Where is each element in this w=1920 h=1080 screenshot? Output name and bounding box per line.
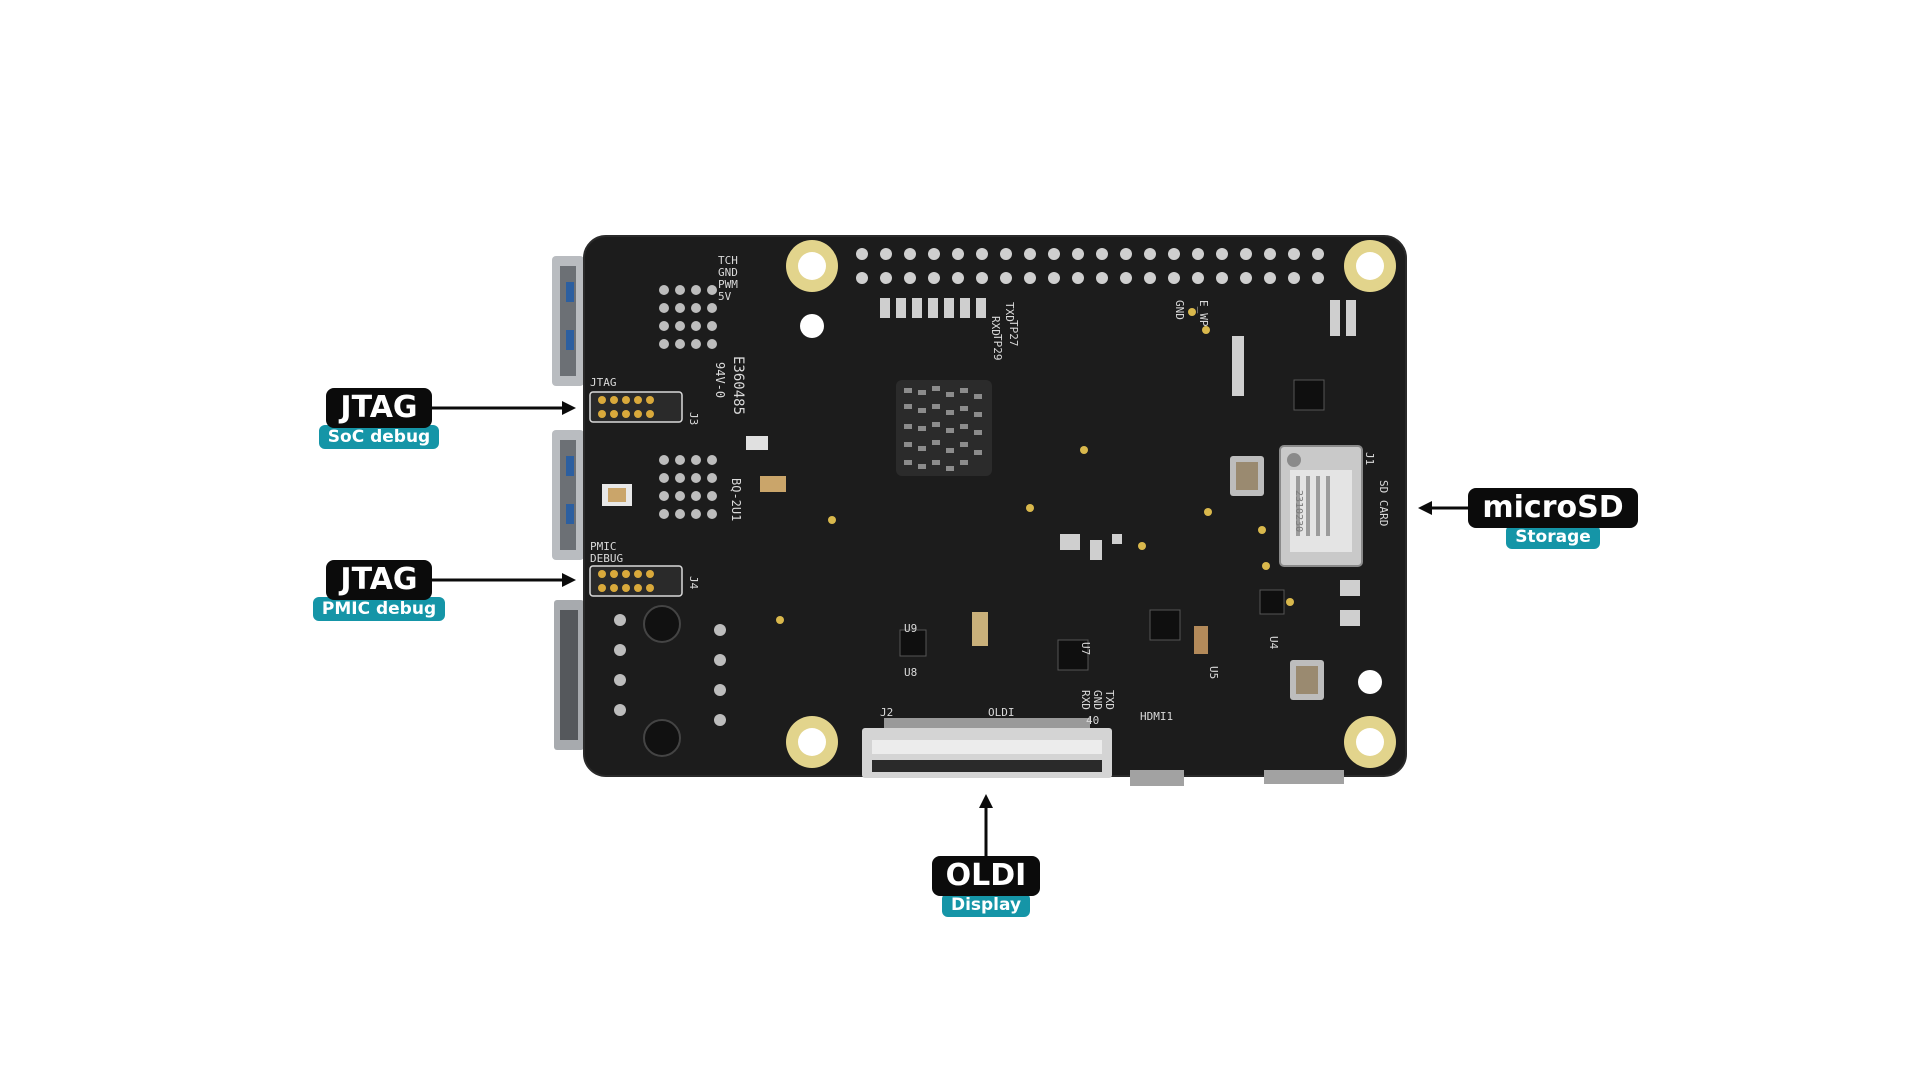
callout-title: OLDI xyxy=(931,856,1041,896)
arrow-right-icon xyxy=(432,401,576,415)
test-points xyxy=(776,308,1294,624)
silk-rating: 94V-0 xyxy=(713,362,727,398)
soc-area xyxy=(896,380,992,476)
silk-pmic: PMIC xyxy=(590,540,617,553)
silk-j3: J3 xyxy=(687,412,700,425)
silk-oldi: OLDI xyxy=(988,706,1015,719)
silk-jtag: JTAG xyxy=(590,376,617,389)
callout-title: microSD xyxy=(1468,488,1638,528)
silk-rxd: RXD xyxy=(989,316,1002,336)
callout-title: JTAG xyxy=(326,560,432,600)
mounting-holes xyxy=(786,240,1396,768)
silk-e-wp: E_WP xyxy=(1197,300,1210,327)
callout-microsd: microSD Storage xyxy=(1468,488,1638,549)
callout-jtag-pmic: JTAG PMIC debug xyxy=(312,560,446,621)
arrow-right-icon xyxy=(432,573,576,587)
callout-title: JTAG xyxy=(326,388,432,428)
silk-pwm: PWM xyxy=(718,278,738,291)
silk-tp27: TP27 xyxy=(1007,320,1020,347)
callout-jtag-soc: JTAG SoC debug xyxy=(318,388,440,449)
silk-j1: J1 xyxy=(1363,452,1376,465)
ethernet-port xyxy=(554,600,584,750)
arrow-left-icon xyxy=(1418,501,1476,515)
silk-e-number: E360485 xyxy=(730,356,746,415)
callout-subtitle: Display xyxy=(941,893,1031,917)
silk-tch: TCH xyxy=(718,254,738,267)
silk-u5: U5 xyxy=(1207,666,1220,679)
microsd-slot xyxy=(1279,445,1363,567)
callout-subtitle: Storage xyxy=(1506,525,1600,549)
callout-oldi: OLDI Display xyxy=(928,856,1044,917)
spring-contact xyxy=(643,605,681,643)
silk-gnd-3: GND xyxy=(1091,690,1104,710)
via-array xyxy=(614,285,726,726)
silk-u4: U4 xyxy=(1267,636,1280,650)
callout-subtitle: PMIC debug xyxy=(312,597,446,621)
jtag-soc-connector xyxy=(589,391,683,423)
usb-port-bottom xyxy=(552,430,584,560)
silk-j2: J2 xyxy=(880,706,893,719)
silk-gnd: GND xyxy=(718,266,738,279)
usb-port-top xyxy=(552,256,584,386)
bottom-ports xyxy=(1130,770,1344,786)
silk-j4: J4 xyxy=(687,576,700,590)
gpio-header xyxy=(856,248,1324,284)
silk-debug: DEBUG xyxy=(590,552,623,565)
silk-txd: TXD xyxy=(1003,302,1016,322)
silk-sd-card: SD CARD xyxy=(1377,480,1390,526)
silk-tp29: TP29 xyxy=(991,334,1004,361)
smd-components xyxy=(602,298,1360,700)
jtag-pmic-connector xyxy=(589,565,683,597)
silk-rxd-2: RXD xyxy=(1079,690,1092,710)
silk-pin40: 40 xyxy=(1086,714,1099,727)
silk-5v: 5V xyxy=(718,290,732,303)
oldi-connector xyxy=(862,718,1112,778)
silk-hdmi1: HDMI1 xyxy=(1140,710,1173,723)
callout-subtitle: SoC debug xyxy=(318,425,440,449)
silk-sd-code: 2310230 xyxy=(1293,490,1304,532)
arrow-up-icon xyxy=(979,794,993,862)
silk-rev: BQ-2U1 xyxy=(729,478,743,521)
silk-u9: U9 xyxy=(904,622,917,635)
silk-gnd-2: GND xyxy=(1173,300,1186,320)
silk-txd-2: TXD xyxy=(1103,690,1116,710)
silk-u8: U8 xyxy=(904,666,917,679)
spring-contact xyxy=(643,719,681,757)
silk-u7: U7 xyxy=(1079,642,1092,655)
